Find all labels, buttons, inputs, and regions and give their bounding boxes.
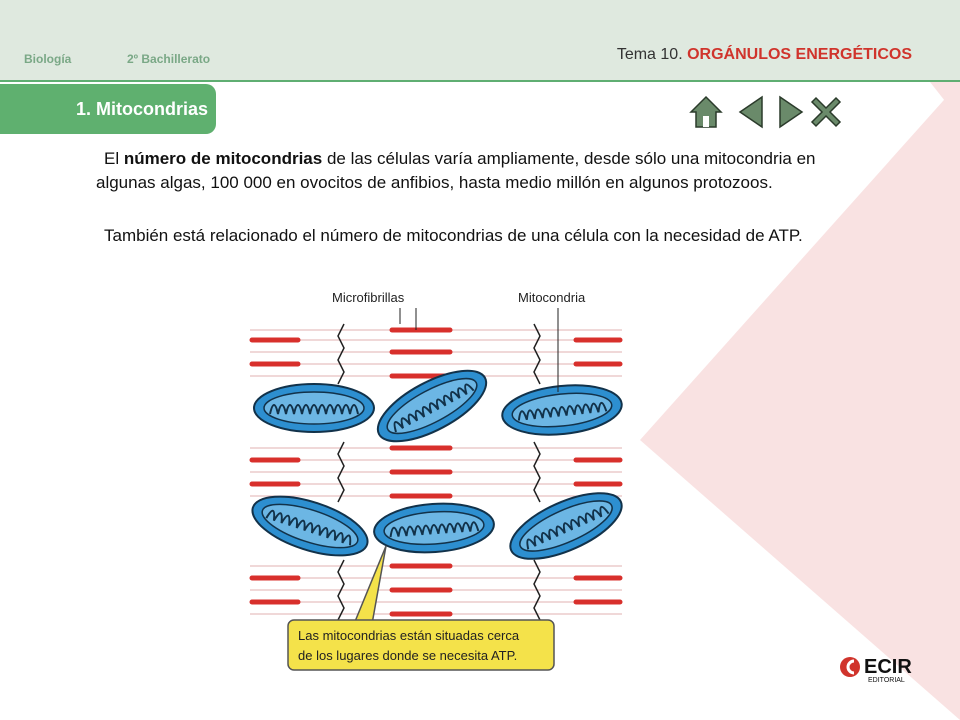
label-microfibrillas: Microfibrillas bbox=[332, 290, 405, 305]
topic-prefix: Tema 10. bbox=[616, 46, 683, 63]
logo-name: ECIR bbox=[864, 656, 912, 678]
paragraph-2: También está relacionado el número de mi… bbox=[104, 226, 803, 245]
previous-arrow-icon[interactable] bbox=[734, 94, 770, 130]
p1-bold: número de mitocondrias bbox=[123, 149, 323, 168]
home-icon[interactable] bbox=[688, 94, 724, 130]
subject-label: Biología bbox=[24, 52, 72, 66]
label-mitocondria: Mitocondria bbox=[518, 290, 586, 305]
p1-start: El bbox=[104, 149, 124, 168]
topic-title: ORGÁNULOS ENERGÉTICOS bbox=[687, 46, 912, 63]
section-tab: 1. Mitocondrias bbox=[0, 84, 216, 134]
callout-line-2: de los lugares donde se necesita ATP. bbox=[298, 648, 517, 663]
callout-line-1: Las mitocondrias están situadas cerca bbox=[298, 628, 520, 643]
paragraph-1: El número de mitocondrias de las células… bbox=[96, 147, 876, 195]
course-label: 2º Bachillerato bbox=[127, 52, 211, 66]
header-bar: Biología 2º Bachillerato Tema 10. ORGÁNU… bbox=[0, 0, 960, 82]
p1-rest: de las células varía ampliamente, desde … bbox=[96, 149, 816, 192]
logo-sub: EDITORIAL bbox=[868, 677, 905, 684]
next-arrow-icon[interactable] bbox=[772, 94, 808, 130]
section-title: 1. Mitocondrias bbox=[75, 98, 208, 119]
close-x-icon[interactable] bbox=[808, 94, 844, 130]
topic-heading: Tema 10. ORGÁNULOS ENERGÉTICOS bbox=[617, 46, 912, 64]
mitochondria-figure: Microfibrillas Mitocondria Las mitocondr… bbox=[236, 290, 636, 671]
ecir-logo: ECIR EDITORIAL bbox=[840, 656, 912, 684]
